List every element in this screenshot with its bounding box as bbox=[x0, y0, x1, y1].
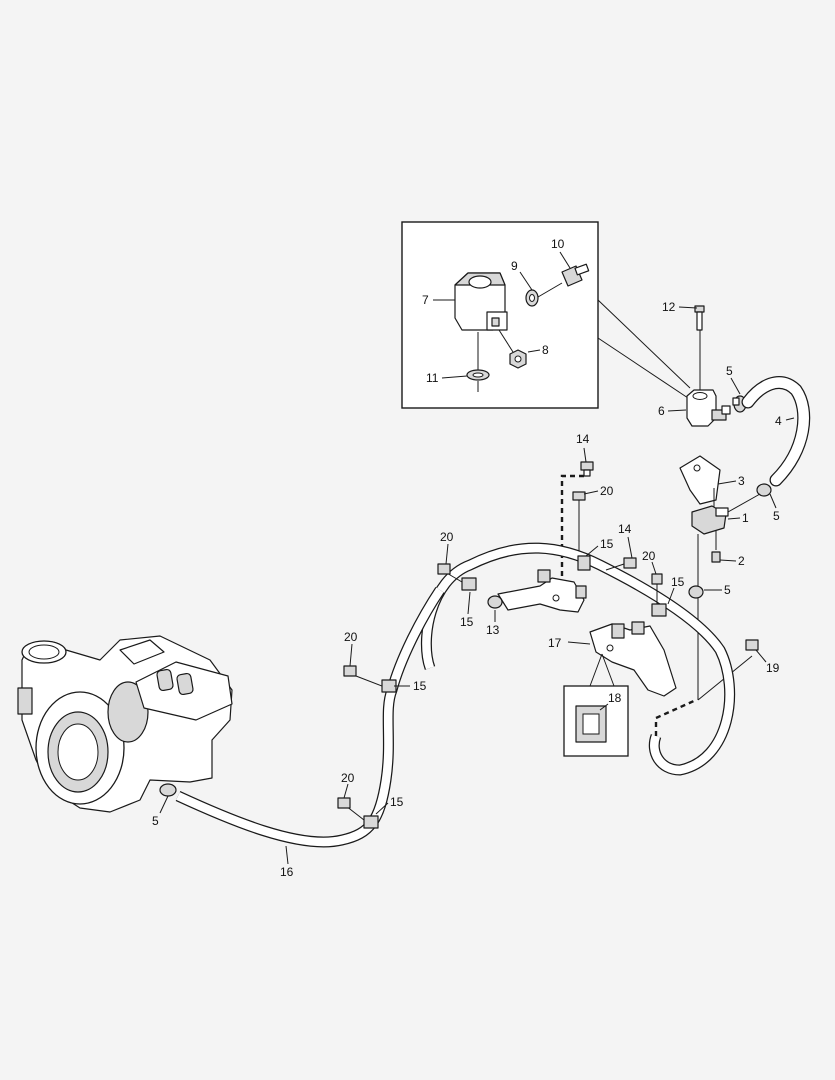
clamp-5-mid bbox=[688, 585, 704, 599]
callout-1: 1 bbox=[742, 511, 749, 525]
leader-lines bbox=[159, 251, 795, 865]
callout-20-upper: 20 bbox=[600, 484, 614, 498]
callout-labels: 1 2 3 4 5 5 5 5 6 7 8 9 10 11 12 13 14 1… bbox=[152, 237, 782, 879]
bolt-2 bbox=[711, 530, 721, 563]
callout-15-top: 15 bbox=[600, 537, 614, 551]
callout-11: 11 bbox=[426, 371, 439, 385]
callout-19: 19 bbox=[766, 661, 780, 675]
callout-6: 6 bbox=[658, 404, 665, 418]
washer-9 bbox=[525, 289, 539, 307]
callout-3: 3 bbox=[738, 474, 745, 488]
callout-15-lower: 15 bbox=[390, 795, 404, 809]
clamp-5-turbo bbox=[159, 783, 177, 797]
fitting-10 bbox=[537, 263, 590, 298]
callout-10: 10 bbox=[551, 237, 565, 251]
callout-20-left: 20 bbox=[440, 530, 454, 544]
hose-16 bbox=[175, 586, 445, 848]
bracket-13 bbox=[497, 569, 587, 613]
callout-20-lower: 20 bbox=[341, 771, 355, 785]
clamp-15-c bbox=[444, 571, 477, 591]
callout-14-top: 14 bbox=[576, 432, 590, 446]
detail-box-18 bbox=[563, 685, 629, 757]
turbocharger bbox=[17, 635, 233, 813]
callout-15-hose: 15 bbox=[413, 679, 427, 693]
callout-5-turbo: 5 bbox=[152, 814, 159, 828]
callout-4: 4 bbox=[775, 414, 782, 428]
clamp-15-b bbox=[577, 555, 591, 571]
callout-8: 8 bbox=[542, 343, 549, 357]
valve-1 bbox=[691, 493, 761, 535]
callout-5-upper: 5 bbox=[726, 364, 733, 378]
callout-17: 17 bbox=[548, 636, 562, 650]
clamp-15-d bbox=[651, 603, 667, 617]
callout-2: 2 bbox=[738, 554, 745, 568]
bolt-20-left bbox=[437, 563, 451, 575]
bolt-20-upper bbox=[572, 491, 586, 560]
callout-5-right: 5 bbox=[773, 509, 780, 523]
callout-13: 13 bbox=[486, 623, 500, 637]
bolt-20-left-mid bbox=[343, 665, 357, 677]
callout-18: 18 bbox=[608, 691, 622, 705]
detail-inset bbox=[401, 221, 691, 409]
clamp-5-right bbox=[756, 483, 772, 497]
clamp-15-f bbox=[345, 805, 379, 829]
bolt-20-lower bbox=[337, 797, 351, 809]
callout-15-left: 15 bbox=[460, 615, 474, 629]
adapter-block-detail bbox=[454, 272, 508, 331]
callout-15-right: 15 bbox=[671, 575, 685, 589]
bolt-14-mid bbox=[605, 557, 637, 571]
bracket-3 bbox=[679, 455, 721, 508]
o-ring-11 bbox=[466, 332, 490, 392]
callout-7: 7 bbox=[422, 293, 429, 307]
bolt-12 bbox=[694, 305, 705, 392]
bolt-19 bbox=[745, 639, 759, 651]
hose-upper-main bbox=[420, 542, 736, 776]
callout-20-left-mid: 20 bbox=[344, 630, 358, 644]
bolt-14-top bbox=[580, 461, 594, 477]
bracket-17 bbox=[589, 621, 677, 697]
callout-14-mid: 14 bbox=[618, 522, 632, 536]
nut-8 bbox=[498, 329, 527, 369]
callout-16: 16 bbox=[280, 865, 294, 879]
adapter-block-6 bbox=[686, 389, 731, 427]
hose-4 bbox=[741, 375, 811, 487]
callout-20-mid: 20 bbox=[642, 549, 656, 563]
callout-5-mid: 5 bbox=[724, 583, 731, 597]
bolt-20-mid bbox=[651, 573, 663, 604]
callout-12: 12 bbox=[662, 300, 676, 314]
callout-9: 9 bbox=[511, 259, 518, 273]
clamp-15-a bbox=[487, 595, 503, 609]
